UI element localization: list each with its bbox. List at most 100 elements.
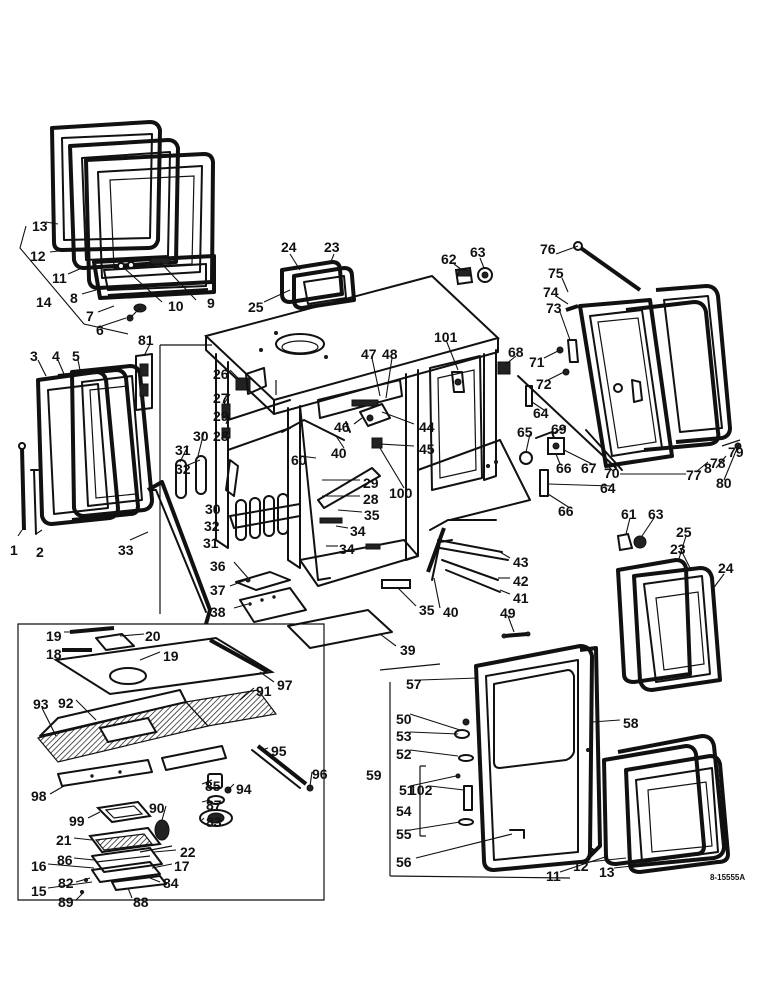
part-label-50: 50 — [396, 711, 412, 727]
part-label-29b: 29 — [363, 475, 379, 491]
part-label-67: 67 — [581, 460, 597, 476]
part-label-38: 38 — [210, 604, 226, 620]
part-label-95: 95 — [271, 743, 287, 759]
part-label-6: 6 — [96, 322, 104, 338]
part-label-34a: 34 — [350, 523, 366, 539]
part-label-31a: 31 — [175, 442, 191, 458]
part-label-77: 77 — [686, 467, 702, 483]
part-label-22: 22 — [180, 844, 196, 860]
part-label-56: 56 — [396, 854, 412, 870]
part-label-11b: 11 — [546, 868, 561, 884]
part-label-66b: 66 — [558, 503, 574, 519]
right-lower-window-set — [616, 532, 722, 692]
part-label-30a: 30 — [193, 428, 209, 444]
part-label-24b: 24 — [718, 560, 734, 576]
part-label-30b: 30 — [205, 501, 221, 517]
part-label-73: 73 — [546, 300, 562, 316]
part-label-27: 27 — [213, 390, 229, 406]
part-label-23a: 23 — [324, 239, 340, 255]
part-label-21: 21 — [56, 832, 72, 848]
part-label-68: 68 — [508, 344, 524, 360]
part-label-28a: 28 — [213, 428, 229, 444]
part-label-19b: 19 — [163, 648, 179, 664]
part-label-47: 47 — [361, 346, 377, 362]
left-side-window — [18, 364, 154, 535]
part-label-36: 36 — [210, 558, 226, 574]
part-label-9: 9 — [207, 295, 215, 311]
part-label-35b: 35 — [419, 602, 435, 618]
part-label-49: 49 — [500, 605, 516, 621]
hinge-68 — [497, 361, 511, 375]
part-label-52: 52 — [396, 746, 412, 762]
part-label-33: 33 — [118, 542, 134, 558]
part-label-24a: 24 — [281, 239, 297, 255]
cab-frame — [204, 274, 531, 587]
part-label-41: 41 — [513, 590, 529, 606]
lower-rail-assembly — [426, 519, 509, 593]
part-label-19a: 19 — [46, 628, 62, 644]
part-label-102: 102 — [409, 782, 433, 798]
part-label-16: 16 — [31, 858, 47, 874]
part-label-69: 69 — [551, 421, 567, 437]
part-label-63a: 63 — [470, 244, 486, 260]
part-label-8a: 8 — [70, 290, 78, 306]
part-label-39: 39 — [400, 642, 416, 658]
part-label-8b: 8 — [704, 460, 712, 476]
part-label-44: 44 — [419, 419, 435, 435]
part-label-90: 90 — [149, 800, 165, 816]
part-label-18: 18 — [46, 646, 62, 662]
part-label-48: 48 — [382, 346, 398, 362]
part-label-51: 51 — [399, 782, 415, 798]
part-label-98: 98 — [31, 788, 47, 804]
part-label-31b: 31 — [203, 535, 219, 551]
part-label-15: 15 — [31, 883, 47, 899]
part-label-10: 10 — [168, 298, 184, 314]
part-label-32a: 32 — [175, 461, 191, 477]
part-label-92: 92 — [58, 695, 74, 711]
part-label-32b: 32 — [204, 518, 220, 534]
part-label-66a: 66 — [556, 460, 572, 476]
door-seal-33 — [147, 480, 212, 625]
part-label-25a: 25 — [248, 299, 264, 315]
part-label-86: 86 — [57, 852, 73, 868]
part-label-64b: 64 — [600, 480, 616, 496]
part-label-101: 101 — [434, 329, 458, 345]
part-label-76: 76 — [540, 241, 556, 257]
part-label-70: 70 — [604, 465, 620, 481]
part-label-35a: 35 — [364, 507, 380, 523]
part-label-13a: 13 — [32, 218, 48, 234]
part-label-85: 85 — [205, 778, 221, 794]
part-label-78: 78 — [710, 455, 726, 471]
part-label-40b: 40 — [443, 604, 459, 620]
floor-mats — [235, 571, 411, 649]
figure-reference-code: 8-15555A — [710, 873, 745, 882]
part-label-82: 82 — [58, 875, 74, 891]
part-label-53: 53 — [396, 728, 412, 744]
side-seals-left — [175, 455, 301, 541]
part-label-54: 54 — [396, 803, 412, 819]
part-label-96: 96 — [312, 766, 328, 782]
part-label-43: 43 — [513, 554, 529, 570]
part-label-20: 20 — [145, 628, 161, 644]
part-label-17: 17 — [174, 858, 190, 874]
part-label-4: 4 — [52, 348, 60, 364]
part-label-97: 97 — [277, 677, 293, 693]
part-label-79: 79 — [728, 444, 744, 460]
part-label-64a: 64 — [533, 405, 549, 421]
part-label-63b: 63 — [648, 506, 664, 522]
part-label-59: 59 — [366, 767, 382, 783]
bottom-right-window-set — [602, 734, 730, 874]
part-label-94: 94 — [236, 781, 252, 797]
part-label-2: 2 — [36, 544, 44, 560]
part-label-40a: 40 — [331, 445, 347, 461]
part-label-61: 61 — [621, 506, 637, 522]
part-label-12b: 12 — [573, 858, 589, 874]
part-label-57: 57 — [406, 676, 422, 692]
part-label-84: 84 — [163, 875, 179, 891]
part-label-45: 45 — [419, 441, 435, 457]
part-label-81: 81 — [138, 332, 154, 348]
part-label-1: 1 — [10, 542, 18, 558]
roof-hatch-window — [280, 260, 356, 310]
